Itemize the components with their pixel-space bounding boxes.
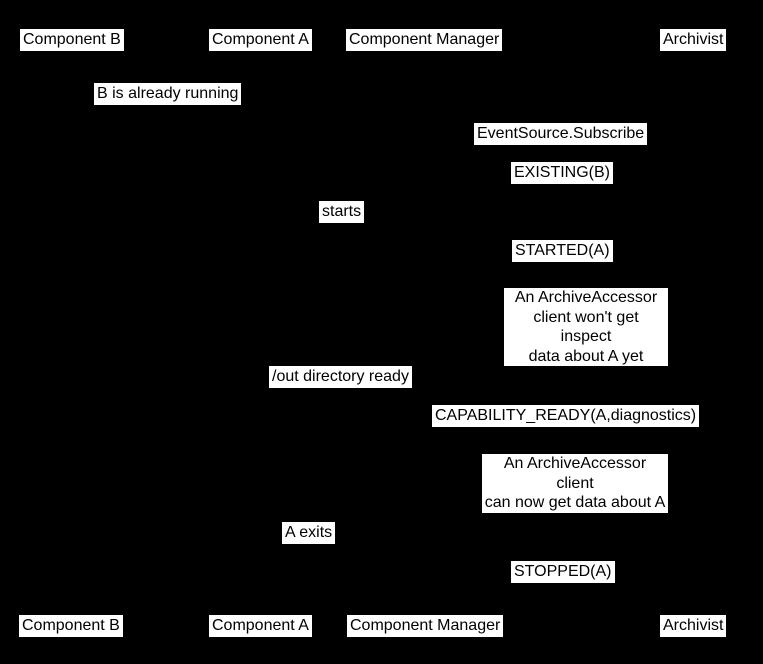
message-existing-b: EXISTING(B) xyxy=(511,162,614,184)
message-starts: starts xyxy=(319,201,365,223)
participant-top-component-b: Component B xyxy=(20,29,124,51)
message-stopped-a: STOPPED(A) xyxy=(511,561,615,583)
message-out-directory-ready: /out directory ready xyxy=(269,366,412,388)
message-capability-ready: CAPABILITY_READY(A,diagnostics) xyxy=(432,405,700,427)
note-wont-get-inspect-data: An ArchiveAccessor client won't get insp… xyxy=(504,288,668,366)
participant-top-component-manager: Component Manager xyxy=(346,29,503,51)
message-eventsource-subscribe: EventSource.Subscribe xyxy=(474,123,648,145)
participant-top-component-a: Component A xyxy=(209,29,312,51)
participant-bottom-component-manager: Component Manager xyxy=(347,615,504,637)
participant-bottom-archivist: Archivist xyxy=(660,615,727,637)
note-can-now-get-data: An ArchiveAccessor client can now get da… xyxy=(482,454,668,513)
message-started-a: STARTED(A) xyxy=(512,240,613,262)
message-b-already-running: B is already running xyxy=(94,83,242,105)
participant-bottom-component-b: Component B xyxy=(19,615,123,637)
participant-bottom-component-a: Component A xyxy=(209,615,312,637)
participant-top-archivist: Archivist xyxy=(660,29,727,51)
message-a-exits: A exits xyxy=(282,522,336,544)
